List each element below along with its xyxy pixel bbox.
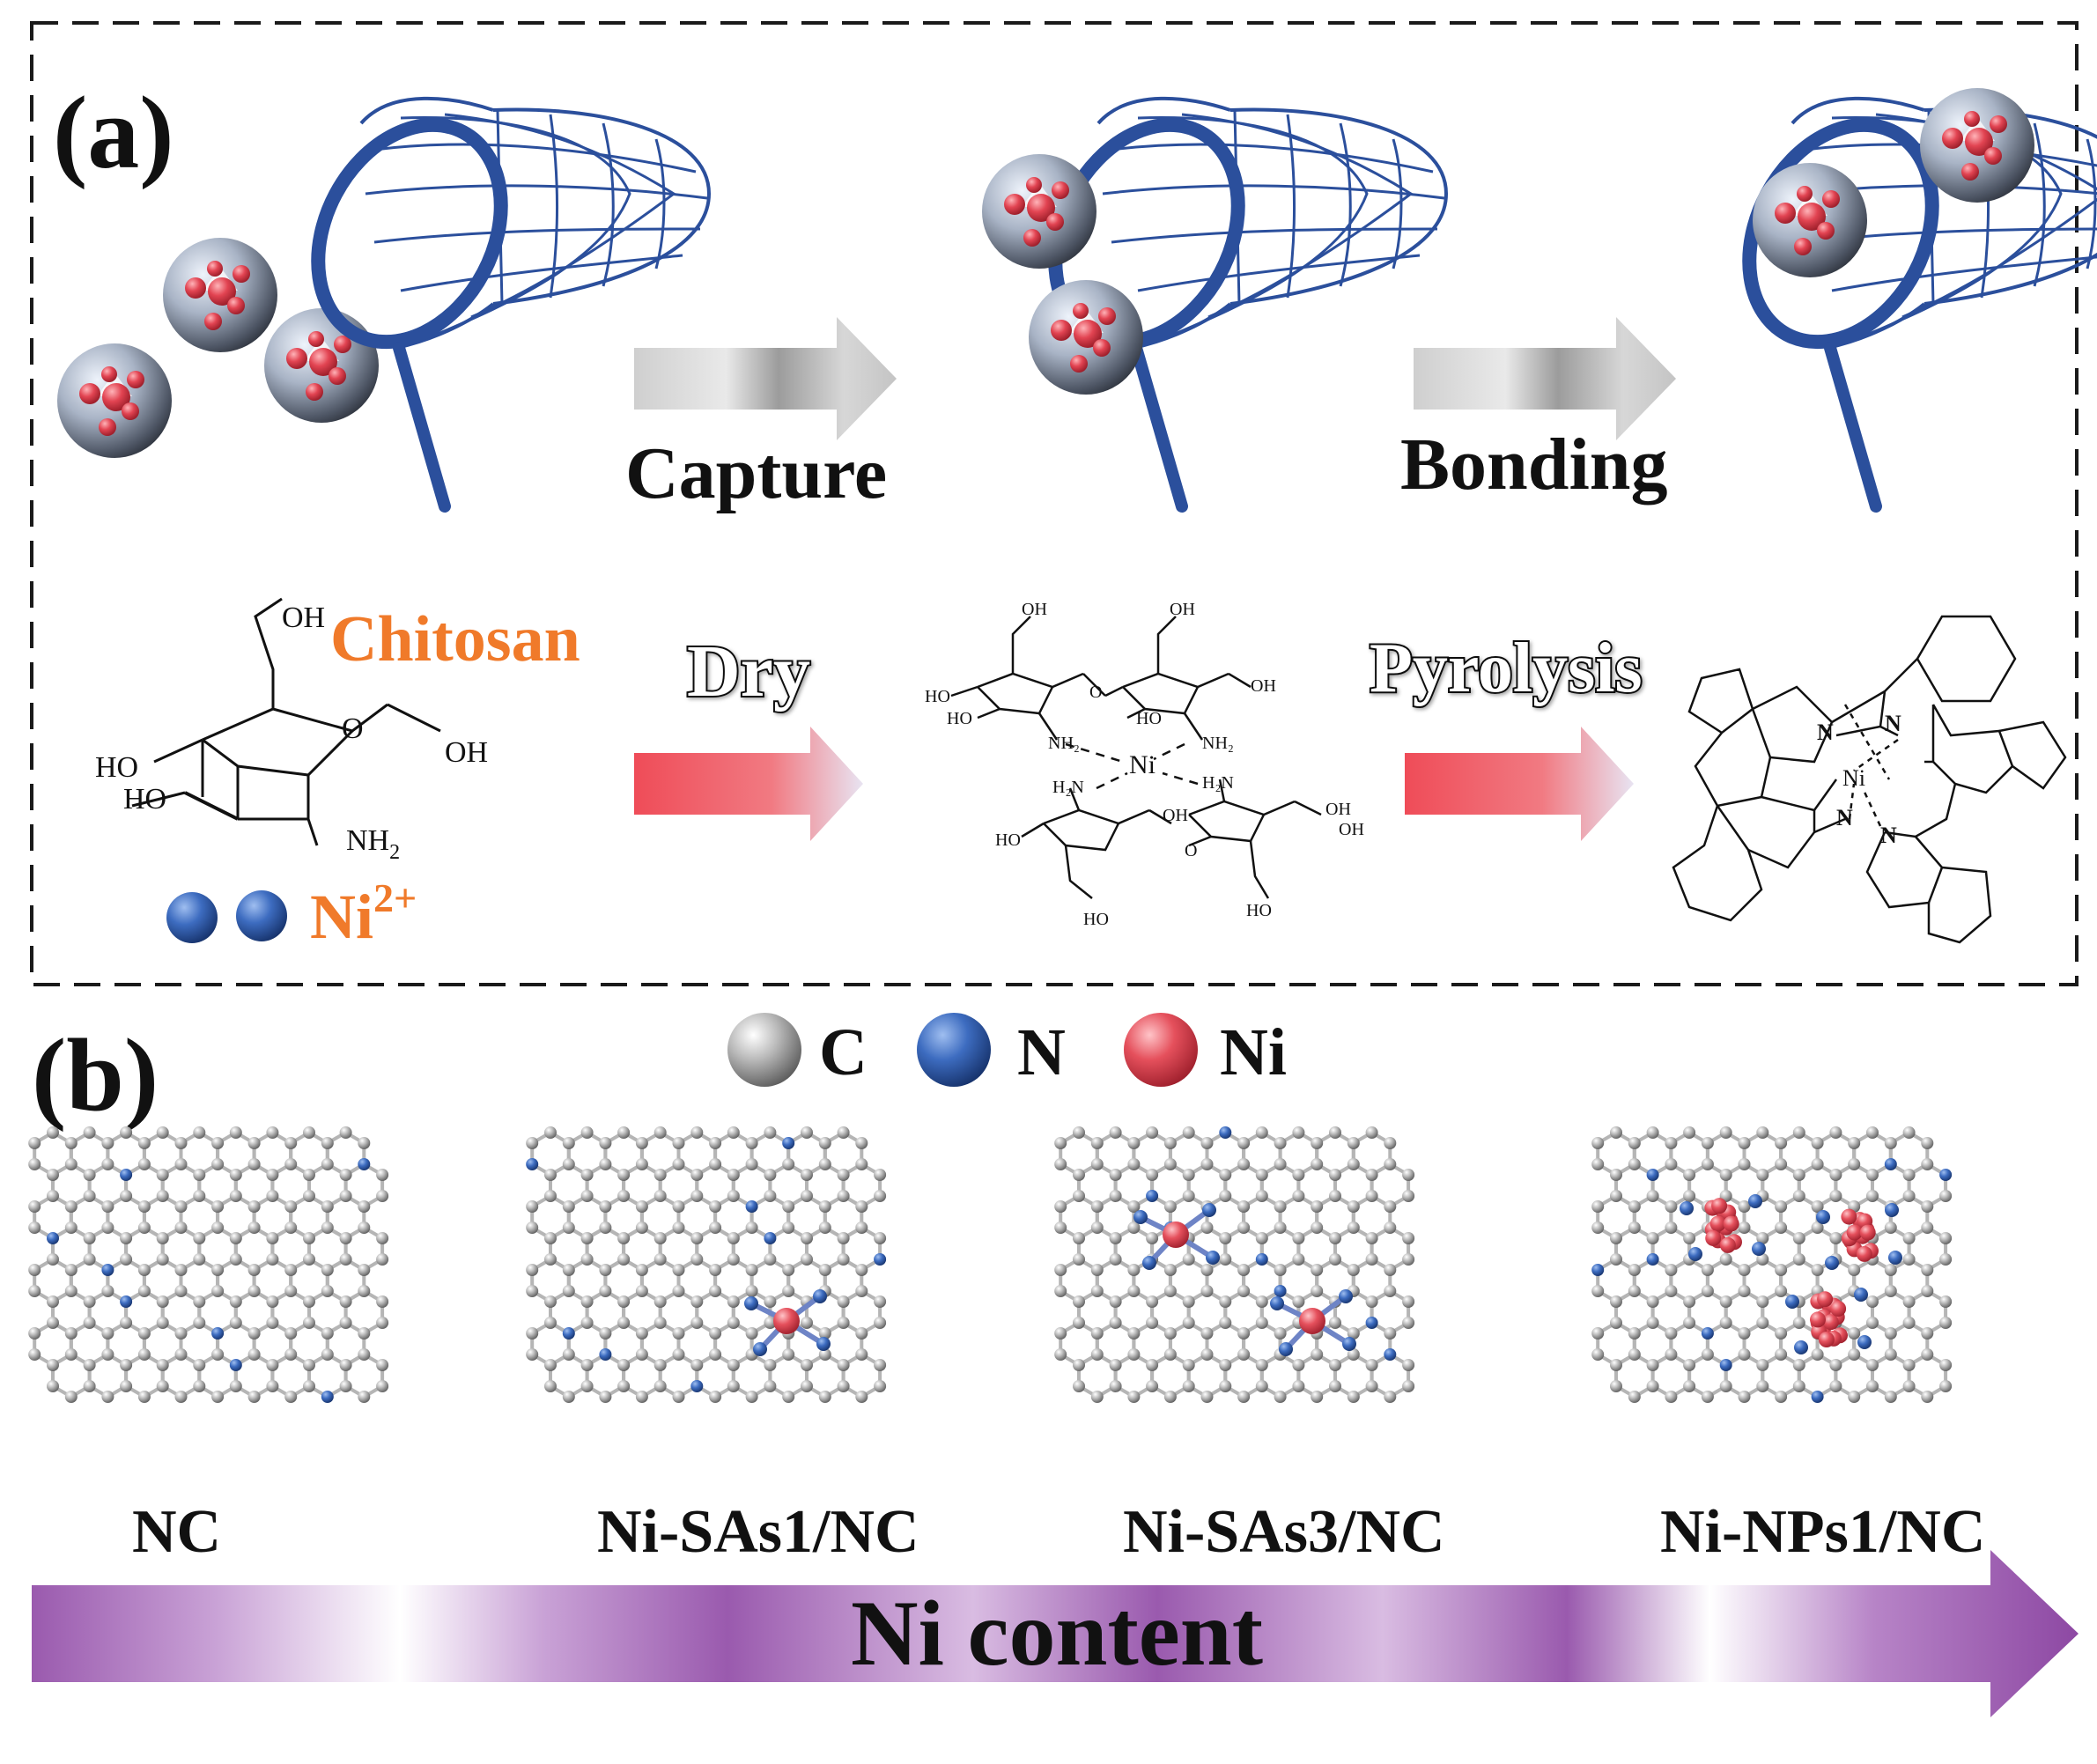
- complex-ho-2: HO: [947, 709, 972, 728]
- capture-arrow: [634, 317, 897, 440]
- product-n-3: N: [1836, 805, 1853, 830]
- panel-b-label: (b): [32, 1017, 159, 1133]
- complex-oh-5: OH: [1325, 800, 1351, 819]
- ni-content-label: Ni content: [851, 1582, 1263, 1685]
- complex-h2n-1: H₂N: [1052, 778, 1084, 797]
- chitosan-structure: [131, 597, 441, 846]
- complex-ho-5: HO: [1083, 910, 1109, 929]
- product-n-1: N: [1817, 720, 1834, 745]
- legend-c-label: C: [819, 1015, 868, 1089]
- sample-label-ni-sas3: Ni-SAs3/NC: [1123, 1498, 1445, 1566]
- complex-o-2: O: [1185, 841, 1197, 860]
- lattice-ni-sas3: [1054, 1126, 1415, 1403]
- chitosan-ho-2: HO: [123, 783, 166, 816]
- complex-oh-2: OH: [1170, 600, 1195, 619]
- panel-a-label: (a): [53, 75, 174, 190]
- sample-label-ni-nps1: Ni-NPs1/NC: [1660, 1498, 1985, 1566]
- complex-o-1: O: [1089, 683, 1102, 702]
- lattice-ni-sas1: [526, 1126, 887, 1403]
- product-n-2: N: [1885, 711, 1901, 736]
- legend-c-ball: [727, 1013, 801, 1087]
- product-ni: Ni: [1842, 765, 1865, 791]
- pyrolysis-arrow: [1405, 727, 1634, 841]
- chitosan-ho-1: HO: [95, 751, 138, 784]
- complex-oh-1: OH: [1022, 600, 1047, 619]
- lattice-nc: [28, 1126, 389, 1403]
- complex-oh-4: OH: [1163, 806, 1188, 825]
- complex-h2n-2: H₂N: [1202, 773, 1234, 793]
- ni-content-arrow: [32, 1550, 2079, 1717]
- pyrolysis-label: Pyrolysis: [1370, 630, 1643, 707]
- lattice-ni-nps1: [1591, 1126, 1953, 1403]
- product-n-4: N: [1880, 823, 1897, 848]
- dry-arrow: [634, 727, 863, 841]
- complex-ho-1: HO: [925, 687, 950, 706]
- bonding-arrow: [1414, 317, 1676, 440]
- dry-label: Dry: [687, 631, 810, 712]
- ni-n4-structure: [1672, 615, 2067, 944]
- net-stage-3: [1713, 93, 2097, 506]
- chitosan-oh-right: OH: [445, 736, 488, 769]
- complex-nh2-2: NH₂: [1202, 734, 1234, 753]
- legend-n-label: N: [1017, 1015, 1066, 1089]
- complex-ho-4: HO: [995, 830, 1021, 850]
- panel-a-frame: [30, 21, 2079, 986]
- legend-ni-label: Ni: [1220, 1015, 1287, 1089]
- ni-chitosan-complex: [950, 616, 1322, 899]
- bonding-label: Bonding: [1400, 424, 1668, 506]
- complex-oh-3: OH: [1251, 676, 1276, 696]
- sample-label-ni-sas1: Ni-SAs1/NC: [597, 1498, 919, 1566]
- complex-ho-3: HO: [1136, 709, 1162, 728]
- chitosan-label: Chitosan: [330, 603, 580, 675]
- legend-ni-ball: [1124, 1013, 1198, 1087]
- sample-label-nc: NC: [132, 1498, 221, 1566]
- complex-oh-6: OH: [1339, 820, 1364, 839]
- ni-ion-label: Ni2+: [310, 875, 417, 952]
- complex-ni: Ni: [1129, 750, 1156, 779]
- capture-label: Capture: [625, 432, 887, 514]
- chitosan-oh-top: OH: [282, 602, 325, 634]
- legend: C N Ni: [727, 1013, 1287, 1089]
- complex-ho-6: HO: [1246, 901, 1272, 920]
- free-capsules: [57, 238, 379, 458]
- chitosan-nh2: NH2: [346, 824, 400, 864]
- ni-ion-balls: [166, 890, 287, 943]
- complex-nh2-1: NH₂: [1048, 734, 1080, 753]
- legend-n-ball: [917, 1013, 991, 1087]
- chitosan-ring-o: O: [342, 712, 364, 745]
